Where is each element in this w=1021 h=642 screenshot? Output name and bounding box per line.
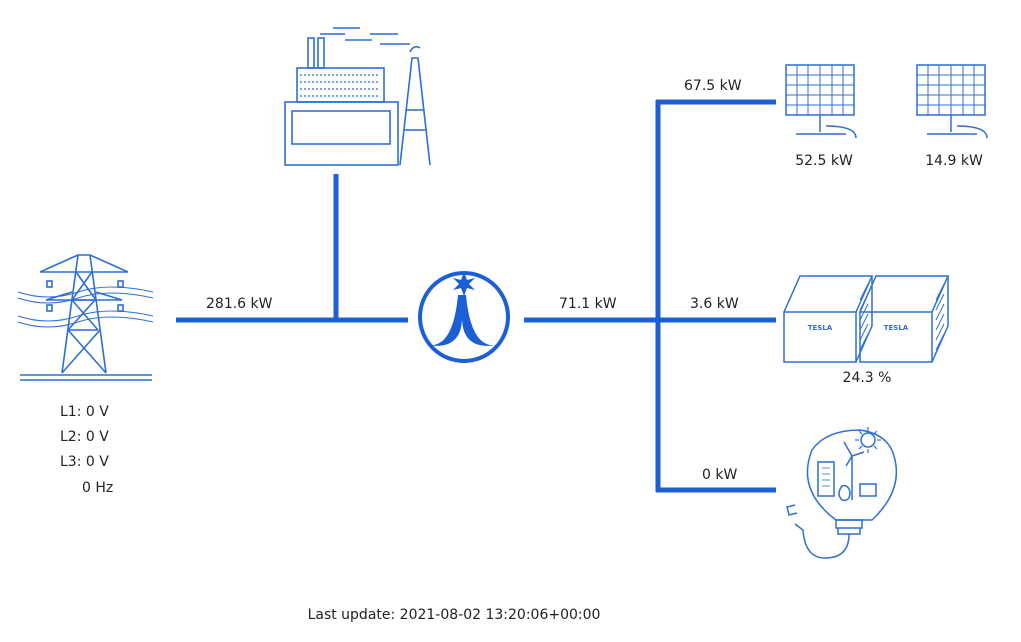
green-energy-bulb-icon bbox=[786, 427, 898, 559]
last-update-timestamp: Last update: 2021-08-02 13:20:06+00:00 bbox=[307, 607, 601, 623]
solar-total-power-label: 67.5 kW bbox=[684, 78, 742, 94]
flow-lines bbox=[176, 99, 776, 493]
grid-power-label: 281.6 kW bbox=[206, 296, 273, 312]
inverter-logo-icon bbox=[418, 271, 510, 363]
grid-l3-voltage: L3: 0 V bbox=[60, 454, 109, 470]
solar-panel-icon bbox=[785, 64, 857, 139]
factory-icon bbox=[284, 27, 431, 166]
power-tower-icon bbox=[17, 254, 154, 381]
solar-panel-1-power: 52.5 kW bbox=[795, 153, 853, 169]
grid-l1-voltage: L1: 0 V bbox=[60, 404, 109, 420]
load-power-label: 0 kW bbox=[702, 467, 738, 483]
battery-power-label: 3.6 kW bbox=[690, 296, 739, 312]
battery-brand: TESLA bbox=[808, 324, 833, 332]
solar-panel-icon bbox=[916, 64, 988, 139]
battery-brand-2: TESLA bbox=[884, 324, 909, 332]
tesla-battery-icon: TESLA TESLA bbox=[783, 275, 950, 363]
battery-soc: 24.3 % bbox=[842, 370, 892, 386]
grid-frequency: 0 Hz bbox=[82, 480, 114, 496]
grid-l2-voltage: L2: 0 V bbox=[60, 429, 109, 445]
solar-panel-2-power: 14.9 kW bbox=[925, 153, 983, 169]
inverter-power-label: 71.1 kW bbox=[559, 296, 617, 312]
